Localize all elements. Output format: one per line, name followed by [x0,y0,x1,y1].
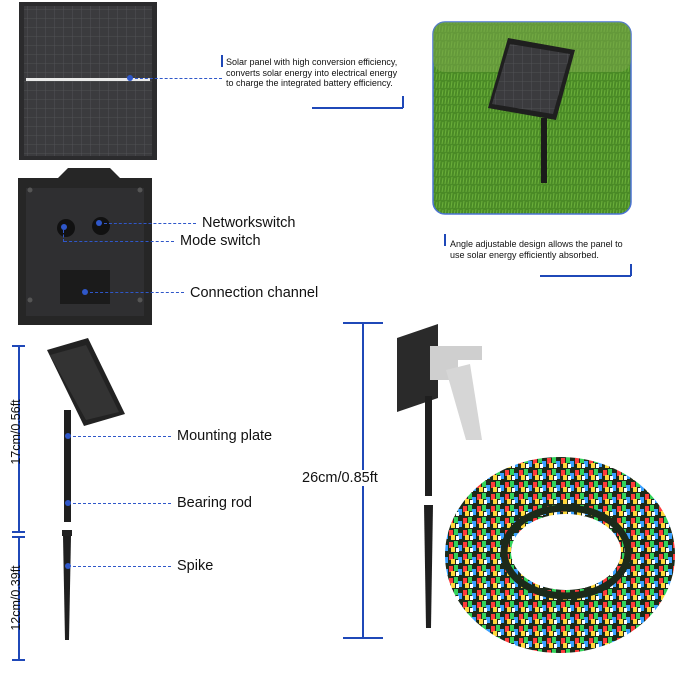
mounting-plate-leader [73,436,171,437]
angle-note-bracket-left [444,234,446,246]
spike-leader [73,566,171,567]
mode-switch-drop [63,230,64,242]
total-dimension-tick-bottom [343,637,383,639]
solar-panel-note: Solar panel with high conversion efficie… [226,57,398,88]
connection-channel-label: Connection channel [190,285,319,301]
lower-height-label: 12cm/0.39ft [9,565,23,631]
mounting-plate-label: Mounting plate [177,428,273,444]
total-height-label: 26cm/0.85ft [301,470,379,486]
total-dimension-tick-top [343,322,383,324]
solar-panel-pointer-dot [127,75,133,81]
lower-dimension-tick-top [12,536,25,538]
solar-note-bracket-left [221,55,223,67]
upper-dimension-tick-bottom [12,531,25,533]
mounting-plate-dot [65,433,71,439]
angle-note-bracket-bottom [540,275,631,277]
bearing-rod-dot [65,500,71,506]
upper-height-label: 17cm/0.56ft [9,399,23,465]
upper-dimension-line [18,345,20,532]
mode-switch-dot [61,224,67,230]
angle-note-bracket-right [630,264,632,276]
mode-switch-leader [64,241,174,242]
network-switch-dot [96,220,102,226]
solar-panel-leader-line [135,78,222,79]
network-switch-label: Networkswitch [202,215,296,231]
mode-switch-label: Mode switch [180,233,261,249]
upper-dimension-tick-top [12,345,25,347]
connection-channel-leader [90,292,184,293]
lower-dimension-tick-bottom [12,659,25,661]
network-switch-leader [104,223,196,224]
spike-label: Spike [177,558,214,574]
solar-note-bracket-bottom [312,107,403,109]
connection-channel-dot [82,289,88,295]
solar-note-bracket-right [402,96,404,108]
bearing-rod-label: Bearing rod [177,495,252,511]
bearing-rod-leader [73,503,171,504]
lower-dimension-line [18,536,20,660]
spike-dot [65,563,71,569]
angle-note: Angle adjustable design allows the panel… [450,239,623,260]
